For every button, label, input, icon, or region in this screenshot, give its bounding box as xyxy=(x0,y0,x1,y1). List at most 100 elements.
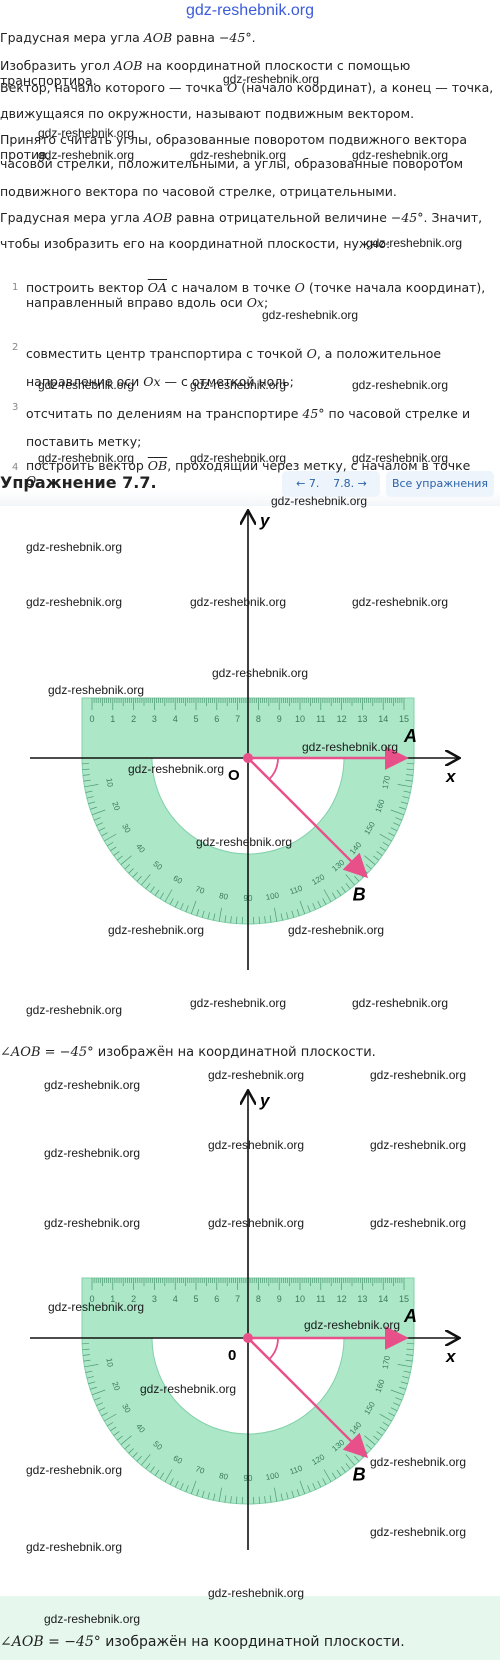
intro-line-2: Изобразить угол AOB на координатной плос… xyxy=(0,58,496,88)
intro-text: Изобразить угол xyxy=(0,58,114,73)
ruler-tick-label: 15 xyxy=(399,714,409,724)
arc-tick xyxy=(322,1478,327,1485)
arc-tick xyxy=(98,1407,106,1412)
arc-tick xyxy=(116,855,123,861)
step-3: отсчитать по делениям на транспортире 45… xyxy=(26,400,486,456)
arc-tick xyxy=(397,784,412,788)
arc-tick xyxy=(403,1370,411,1373)
watermark-text: gdz-reshebnik.org xyxy=(223,72,320,86)
arc-tick xyxy=(90,1386,97,1390)
arc-tick xyxy=(159,1472,165,1479)
arc-tick xyxy=(296,1489,300,1496)
next-exercise-button[interactable]: 7.8. → xyxy=(320,471,380,497)
arc-tick xyxy=(280,913,283,921)
watermark-text: gdz-reshebnik.org xyxy=(370,1525,467,1539)
arc-tick xyxy=(91,1389,106,1396)
arc-tick xyxy=(382,841,389,847)
watermark-text: gdz-reshebnik.org xyxy=(288,923,385,937)
arc-tick xyxy=(388,1412,395,1417)
arc-tick xyxy=(96,822,103,826)
intro-line-5: Принято считать углы, образованные повор… xyxy=(0,132,468,162)
arc-tick xyxy=(180,1483,184,1490)
arc-tick xyxy=(83,779,91,782)
step-2: совместить центр транспортира с точкой O… xyxy=(26,340,486,396)
watermark-text: gdz-reshebnik.org xyxy=(208,1068,305,1082)
arc-tick xyxy=(331,892,337,899)
arc-tick xyxy=(393,822,400,826)
step-number: 4 xyxy=(12,462,19,473)
arc-tick xyxy=(286,1492,289,1500)
arc-tick xyxy=(274,1487,278,1502)
arc-tick-label: 100 xyxy=(265,1471,280,1482)
caption-value: = −45° xyxy=(40,1045,94,1060)
ruler-tick-label: 14 xyxy=(378,1294,388,1304)
angle-value: −45° xyxy=(390,210,424,225)
ruler-tick-label: 2 xyxy=(131,1294,136,1304)
watermark-text: gdz-reshebnik.org xyxy=(352,996,449,1010)
arc-tick xyxy=(291,910,295,918)
caption-2-band xyxy=(0,1596,500,1660)
exercise-title: Упражнение 7.7. xyxy=(0,473,157,492)
arc-tick xyxy=(379,1426,386,1432)
arc-tick xyxy=(224,915,227,923)
ruler-tick-label: 7 xyxy=(235,714,240,724)
arc-tick xyxy=(390,1389,405,1396)
intro-text: . Значит, xyxy=(423,210,483,225)
arc-tick-label: 80 xyxy=(218,891,229,902)
origin-label: O xyxy=(228,767,240,784)
arc-tick xyxy=(93,1397,101,1401)
all-exercises-button[interactable]: Все упражнения xyxy=(386,471,494,497)
point-b-label: B xyxy=(353,885,366,905)
caption-angle: AOB xyxy=(10,1045,41,1060)
ruler-tick-label: 5 xyxy=(193,714,198,724)
arc-tick xyxy=(101,1412,108,1417)
arc-tick xyxy=(376,1431,383,1436)
intro-line-9: чтобы изобразить его на координатной пло… xyxy=(0,236,391,251)
step-text: отсчитать по делениям на транспортире xyxy=(26,406,303,421)
step-text: совместить центр транспортира с точкой xyxy=(26,346,307,361)
arc-tick xyxy=(218,907,222,922)
arc-tick xyxy=(113,851,120,856)
arc-tick xyxy=(85,1370,93,1373)
watermark-text: gdz-reshebnik.org xyxy=(302,740,399,754)
ruler-tick-label: 10 xyxy=(295,1294,305,1304)
caption-text: изображён на координатной плоскости. xyxy=(100,1634,405,1650)
watermark-text: gdz-reshebnik.org xyxy=(262,308,359,322)
watermark-text: gdz-reshebnik.org xyxy=(370,1138,467,1152)
caption-value: = −45° xyxy=(43,1634,101,1650)
step-text: направленный вправо вдоль оси xyxy=(26,295,247,310)
angle-arc xyxy=(268,757,279,780)
intro-line-8: Градусная мера угла AOB равна отрицатель… xyxy=(0,210,496,225)
arc-tick xyxy=(85,790,93,793)
watermark-text: gdz-reshebnik.org xyxy=(128,762,225,776)
arc-tick xyxy=(382,1421,389,1427)
arc-tick xyxy=(86,796,94,799)
arc-tick xyxy=(96,1402,103,1406)
intro-text: Вектор, начало которого — точка xyxy=(0,80,227,95)
ruler-tick-label: 14 xyxy=(378,714,388,724)
arc-tick-label: 110 xyxy=(289,1463,305,1476)
axis-name: Ox xyxy=(246,295,264,310)
arc-tick xyxy=(190,900,197,915)
point-b-label: B xyxy=(353,1465,366,1485)
watermark-text: gdz-reshebnik.org xyxy=(208,1586,305,1600)
site-watermark-header: gdz-reshebnik.org xyxy=(185,2,315,19)
arc-tick xyxy=(390,827,398,832)
caption-angle: AOB xyxy=(11,1634,44,1650)
arc-tick xyxy=(264,1496,266,1504)
arc-tick xyxy=(196,909,200,916)
intro-line-1: Градусная мера угла AOB равна −45°. xyxy=(0,30,496,45)
arc-tick xyxy=(405,1359,413,1362)
intro-text: . xyxy=(251,30,256,45)
watermark-text: gdz-reshebnik.org xyxy=(352,451,449,465)
arc-tick-label: 10 xyxy=(104,1357,115,1368)
arc-tick xyxy=(128,868,134,874)
arc-tick xyxy=(107,1421,114,1427)
arc-tick xyxy=(323,889,332,902)
x-axis-label: x xyxy=(445,1347,457,1366)
arc-tick xyxy=(312,1483,316,1490)
ruler-tick-label: 13 xyxy=(357,1294,367,1304)
arc-tick xyxy=(128,1448,134,1454)
arc-tick xyxy=(336,889,342,896)
watermark-text: gdz-reshebnik.org xyxy=(26,540,123,554)
